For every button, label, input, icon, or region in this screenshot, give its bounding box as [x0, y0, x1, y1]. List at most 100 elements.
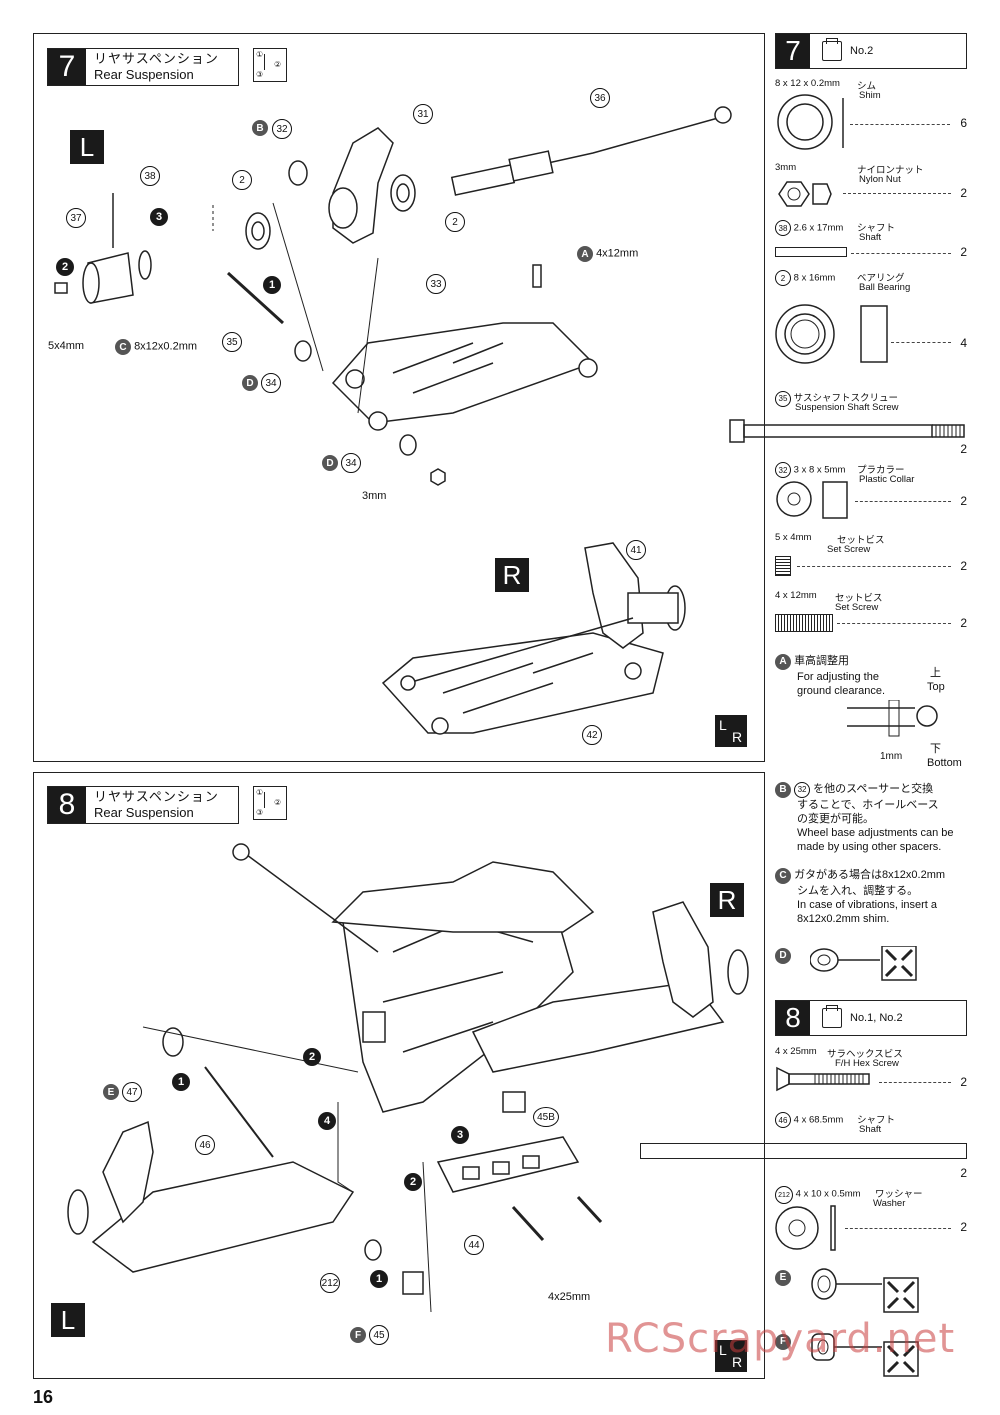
note-C-jp1: ガタがある場合は8x12x0.2mm — [794, 869, 946, 881]
note-E-drawing — [811, 1268, 919, 1313]
callout-212: 212 — [320, 1273, 340, 1293]
rear-arm-right — [471, 981, 725, 1073]
callout-E: E 47 — [103, 1082, 143, 1102]
setscrew5-qty: 2 — [960, 559, 967, 573]
step7-title-en: Rear Suspension — [94, 67, 194, 82]
callout-2-upper: 2 — [232, 170, 252, 190]
shaft-screw-drawing — [729, 419, 965, 443]
shim-part — [138, 250, 152, 280]
callout-41: 41 — [626, 540, 646, 560]
seq-1-step8a: 1 — [172, 1073, 190, 1091]
screw-right — [576, 1195, 603, 1224]
parts8-number: 8 — [776, 1001, 810, 1035]
driveshaft-tube — [450, 164, 516, 196]
collar-45 — [402, 1271, 424, 1295]
note-E: E — [775, 1268, 970, 1314]
callout-44: 44 — [464, 1235, 484, 1255]
callout-33: 33 — [426, 274, 446, 294]
step7-order-icon: ① ② ③ — [253, 48, 287, 82]
part-shaft-46: 46 4 x 68.5mm シャフト Shaft 2 — [775, 1112, 967, 1180]
bearing-right — [390, 174, 416, 212]
callout-D2: D 34 — [322, 453, 362, 473]
note-C-letter: C — [775, 868, 791, 884]
callout-D1: D 34 — [242, 373, 282, 393]
part-fh-hex-screw: 4 x 25mm サラヘックスビス F/H Hex Screw 2 — [775, 1046, 967, 1101]
plastic-collar — [288, 160, 308, 186]
callout-36: 36 — [590, 88, 610, 108]
note-C: C ガタがある場合は8x12x0.2mm シムを入れ、調整する。 In case… — [775, 868, 970, 926]
hub-bearing-hole — [328, 187, 358, 229]
seq-1-step8b: 1 — [370, 1270, 388, 1288]
seq-3: 3 — [150, 208, 168, 226]
step7-side-right-badge: R — [495, 558, 529, 592]
washer-212 — [364, 1239, 382, 1261]
shaft-screw — [226, 271, 285, 325]
note-A-jp: 車高調整用 — [794, 655, 850, 667]
note-C-en1: In case of vibrations, insert a — [797, 899, 938, 911]
callout-2-right: 2 — [445, 212, 465, 232]
note-B-jp2: することで、ホイールベース — [797, 799, 939, 811]
driveshaft-end — [714, 106, 732, 124]
note-F-drawing — [811, 1333, 919, 1377]
collar-drawing — [776, 481, 848, 519]
note-A-letter: A — [775, 654, 791, 670]
part-set-screw-4x12: 4 x 12mm セットビス Set Screw 2 — [775, 590, 967, 632]
order-num-3: ③ — [256, 808, 264, 817]
parts7-bag-label: No.2 — [850, 45, 874, 57]
bag-icon — [822, 1005, 842, 1028]
setscrew-4x12 — [532, 264, 542, 288]
seq-2: 2 — [56, 258, 74, 276]
lr-right-letter: R — [732, 729, 743, 745]
shaftscrew-qty: 2 — [960, 442, 967, 456]
rear-arm-left — [91, 1161, 355, 1273]
ground-clearance-drawing — [847, 700, 938, 737]
part-shaft-38: 38 2.6 x 17mm シャフト Shaft 2 — [775, 220, 967, 264]
part-ball-bearing: 2 8 x 16mm ベアリング Ball Bearing 4 — [775, 270, 967, 365]
note-B-ref: 32 — [794, 782, 811, 798]
arrow-icon — [264, 54, 275, 70]
arrow-icon — [264, 792, 275, 808]
driveshaft — [242, 851, 379, 953]
driveshaft-right — [407, 617, 634, 684]
note-top-en: Top — [927, 681, 945, 693]
step7-number: 7 — [48, 49, 86, 85]
universal-joint — [508, 150, 554, 182]
note-B-en1: Wheel base adjustments can be — [797, 827, 954, 839]
callout-35: 35 — [222, 332, 242, 352]
step7-title: リヤサスペンション Rear Suspension — [86, 49, 227, 85]
note-C-en2: 8x12x0.2mm shim. — [797, 913, 890, 925]
note-top-jp: 上 — [930, 667, 941, 679]
note-A-en2: ground clearance. — [797, 685, 886, 697]
order-num-2: ② — [274, 60, 282, 69]
setscrew12-qty: 2 — [960, 616, 967, 630]
collar-45b — [502, 1091, 526, 1113]
part-suspension-shaft-screw: 35 サスシャフトスクリュー Suspension Shaft Screw 2 — [775, 390, 967, 460]
seq-2-step8b: 2 — [404, 1173, 422, 1191]
seq-3-step8: 3 — [451, 1126, 469, 1144]
step8-lr-mark: L R — [715, 1340, 747, 1372]
bag-icon — [822, 38, 842, 61]
shim-drawing — [777, 94, 844, 150]
part-set-screw-5x4: 5 x 4mm セットビス Set Screw 2 — [775, 532, 967, 582]
order-num-1: ① — [256, 50, 264, 59]
step8-title-en: Rear Suspension — [94, 805, 194, 820]
callout-A: A 4x12mm — [577, 246, 638, 262]
callout-42: 42 — [582, 725, 602, 745]
parts8-header: 8 No.1, No.2 — [775, 1000, 967, 1036]
shaft46-drawing — [640, 1143, 967, 1159]
lr-left-letter: L — [719, 717, 727, 733]
callout-31: 31 — [413, 104, 433, 124]
part-nylon-nut: 3mm ナイロンナット Nylon Nut 2 — [775, 162, 967, 212]
note-A: A 車高調整用 For adjusting the ground clearan… — [775, 654, 970, 769]
collar-47 — [162, 1027, 184, 1057]
callout-B: B — [252, 120, 268, 136]
note-bottom-jp: 下 — [930, 743, 941, 755]
step8-order-icon: ① ② ③ — [253, 786, 287, 820]
callout-F: F 45 — [350, 1325, 390, 1345]
note-gap: 1mm — [880, 751, 903, 762]
nut-drawing — [778, 181, 832, 207]
suspension-arm-right — [381, 632, 664, 734]
page-number: 16 — [33, 1387, 54, 1407]
note-C-jp2: シムを入れ、調整する。 — [797, 885, 919, 897]
callout-setscrew: 5x4mm — [48, 340, 85, 352]
